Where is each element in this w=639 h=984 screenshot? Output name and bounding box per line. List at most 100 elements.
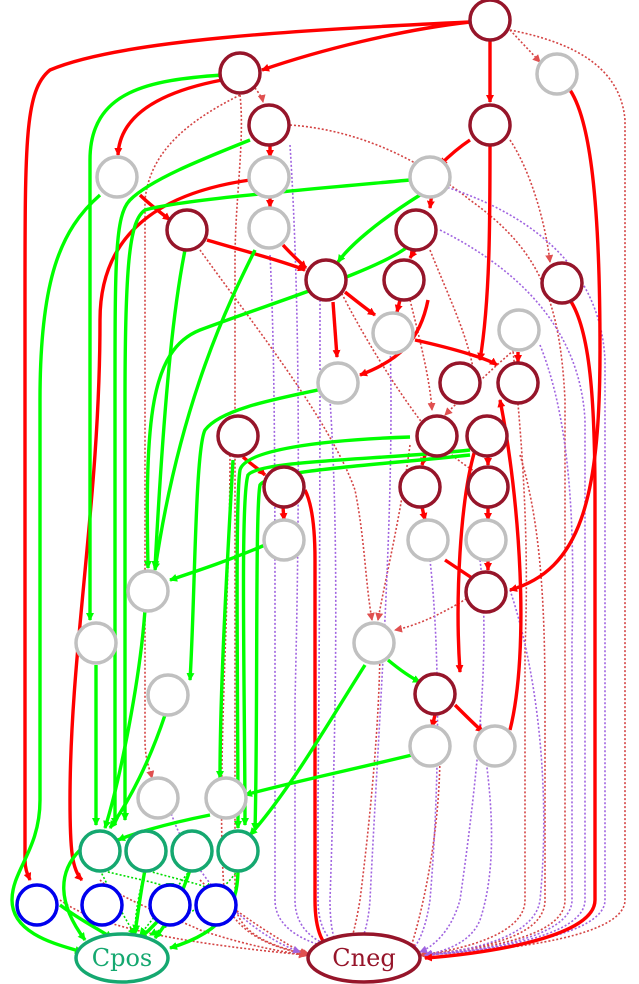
dotted-edge	[99, 879, 307, 958]
neg-node	[398, 465, 442, 509]
neg-node	[468, 103, 512, 147]
dotted-edge	[269, 254, 336, 952]
dotted-edge	[199, 249, 375, 621]
green-edge	[152, 249, 257, 571]
dotted-edge	[329, 399, 341, 951]
red-edge	[279, 506, 288, 521]
green-edge	[10, 193, 102, 954]
red-edge	[331, 301, 341, 358]
neg-node	[466, 465, 510, 509]
neg-node	[468, 0, 512, 42]
dotted-edge	[424, 184, 606, 959]
green-edge	[143, 243, 412, 569]
neg-node	[540, 261, 584, 305]
neutral-node	[316, 361, 360, 405]
pos-node	[216, 829, 260, 873]
green-edge	[336, 193, 421, 263]
cpos-node	[74, 932, 170, 984]
neutral-node	[371, 311, 415, 355]
cpos-label: Cpos	[92, 944, 153, 972]
leaf-node	[194, 883, 238, 927]
neg-node	[394, 208, 438, 252]
neg-node	[218, 51, 262, 95]
green-edge	[244, 753, 413, 797]
neg-node	[247, 103, 291, 147]
neg-node	[262, 465, 306, 509]
neutral-node	[535, 52, 579, 96]
neutral-node	[497, 308, 541, 352]
dotted-edge	[419, 319, 528, 959]
neutral-node	[204, 776, 248, 820]
red-edge	[424, 299, 597, 962]
neutral-node	[408, 155, 452, 199]
leaf-node	[15, 883, 59, 927]
dotted-edge	[509, 139, 554, 263]
neutral-node	[262, 518, 306, 562]
neutral-node	[136, 776, 180, 820]
dotted-edge	[356, 339, 392, 951]
neg-node	[415, 414, 459, 458]
dotted-edge	[139, 869, 191, 936]
red-edge	[261, 20, 471, 72]
leaf-node	[148, 883, 192, 927]
green-edge	[386, 658, 421, 684]
dotted-edge	[424, 589, 545, 959]
green-edge	[151, 249, 187, 569]
red-edge	[343, 290, 376, 317]
dotted-edge	[419, 29, 626, 959]
neutral-node	[473, 724, 517, 768]
neg-node	[216, 414, 260, 458]
dotted-edge	[424, 719, 493, 958]
neutral-node	[352, 621, 396, 665]
red-edge	[114, 78, 223, 156]
red-edge	[281, 243, 308, 270]
leaf-node	[80, 883, 124, 927]
neg-node	[165, 208, 209, 252]
neutral-node	[74, 621, 118, 665]
green-edge	[248, 664, 367, 837]
green-edge	[233, 435, 411, 829]
green-edge	[186, 388, 319, 681]
dotted-edge	[289, 124, 566, 959]
pos-node	[124, 829, 168, 873]
neutral-node	[126, 569, 170, 613]
dotted-edge	[408, 749, 441, 951]
green-edge	[111, 138, 251, 826]
neg-node	[413, 672, 457, 716]
red-edge	[414, 338, 498, 367]
neutral-node	[146, 673, 190, 717]
red-edge	[419, 506, 428, 521]
neg-node	[496, 361, 540, 405]
green-edge	[108, 714, 167, 829]
cneg-node	[306, 932, 422, 984]
graph-nodes	[15, 0, 584, 927]
red-edge	[455, 449, 477, 673]
neg-node	[382, 258, 426, 302]
neutral-node	[95, 155, 139, 199]
neutral-node	[247, 206, 291, 250]
pos-node	[170, 829, 214, 873]
neutral-node	[464, 518, 508, 562]
cneg-label: Cneg	[332, 944, 395, 972]
neutral-node	[408, 724, 452, 768]
dotted-edge	[424, 344, 574, 959]
neutral-node	[247, 155, 291, 199]
pos-node	[78, 829, 122, 873]
green-edges	[10, 73, 471, 954]
neg-node	[464, 570, 508, 614]
green-edge	[216, 459, 235, 779]
red-edge	[206, 238, 306, 272]
neutral-node	[406, 518, 450, 562]
red-edge	[509, 89, 602, 592]
dotted-edges	[59, 29, 626, 959]
green-edge	[117, 813, 211, 842]
dotted-edge	[509, 29, 541, 63]
red-edge	[477, 144, 492, 361]
red-edge	[241, 455, 267, 477]
dotted-edge	[409, 299, 436, 411]
dotted-edge	[199, 879, 307, 956]
dotted-edge	[409, 559, 439, 953]
green-edge	[121, 178, 411, 821]
